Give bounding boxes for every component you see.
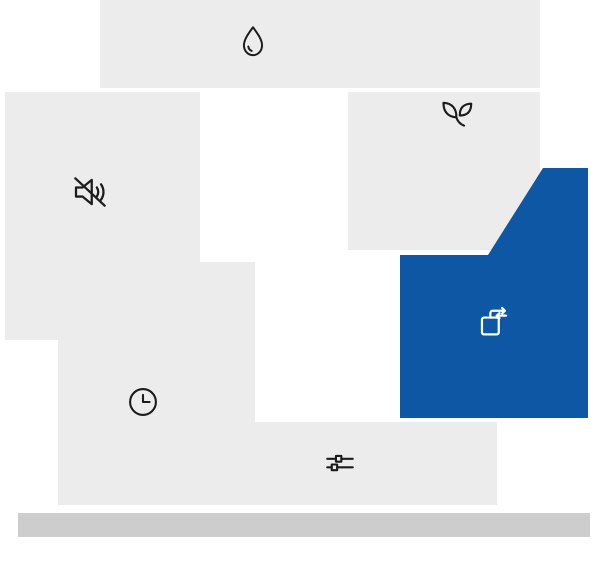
- volume-mute-icon: [69, 171, 111, 213]
- tile-water[interactable]: [100, 0, 540, 88]
- tile-settings[interactable]: [200, 422, 497, 505]
- settings-sliders-icon: [322, 445, 358, 481]
- remote-connect-icon: [475, 303, 513, 341]
- clock-icon: [125, 384, 161, 420]
- bottom-bar: [18, 513, 590, 537]
- water-drop-icon: [236, 23, 270, 61]
- eco-leaves-icon: [438, 93, 478, 133]
